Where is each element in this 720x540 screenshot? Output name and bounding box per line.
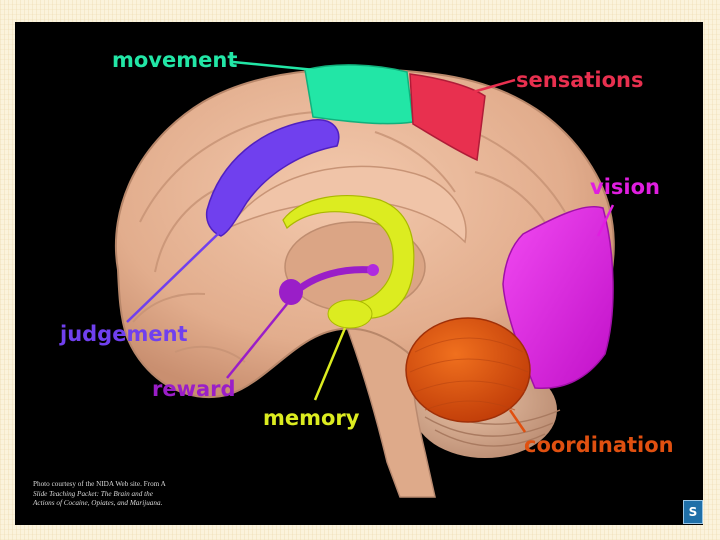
memory-leader: [313, 327, 347, 401]
coordination-label: coordination: [524, 433, 674, 457]
coordination-region: [405, 317, 531, 423]
vision-region: [502, 206, 614, 390]
credit-line-3: Actions of Cocaine, Opiates, and Marijua…: [33, 499, 163, 508]
movement-label: movement: [112, 48, 237, 72]
credit-line-2: Slide Teaching Packet: The Brain and the: [33, 489, 153, 498]
coordination-leader: [508, 409, 527, 433]
credit-line-1: Photo courtesy of the NIDA Web site. Fro…: [33, 480, 166, 488]
sensations-region: [409, 73, 486, 162]
reward-leader: [226, 303, 288, 379]
reward-region: [279, 279, 303, 305]
memory-region-lower: [327, 299, 373, 329]
vision-label: vision: [590, 175, 660, 199]
sensations-label: sensations: [516, 68, 643, 92]
judgement-region: [205, 119, 340, 237]
coordination-stripes: [409, 337, 529, 411]
photo-credit: Photo courtesy of the NIDA Web site. Fro…: [33, 480, 253, 509]
judgement-label: judgement: [59, 322, 188, 346]
vision-leader: [596, 204, 615, 237]
judgement-leader: [126, 231, 221, 323]
brain-diagram: movement sensations vision judgement rew…: [59, 48, 674, 498]
memory-label: memory: [263, 406, 360, 430]
movement-leader: [232, 60, 316, 72]
movement-region: [304, 64, 414, 125]
slide-panel: movement sensations vision judgement rew…: [15, 22, 703, 525]
nida-logo-icon: S: [683, 500, 703, 524]
reward-node: [367, 264, 379, 276]
reward-label: reward: [152, 377, 236, 401]
sensations-leader: [472, 78, 516, 94]
